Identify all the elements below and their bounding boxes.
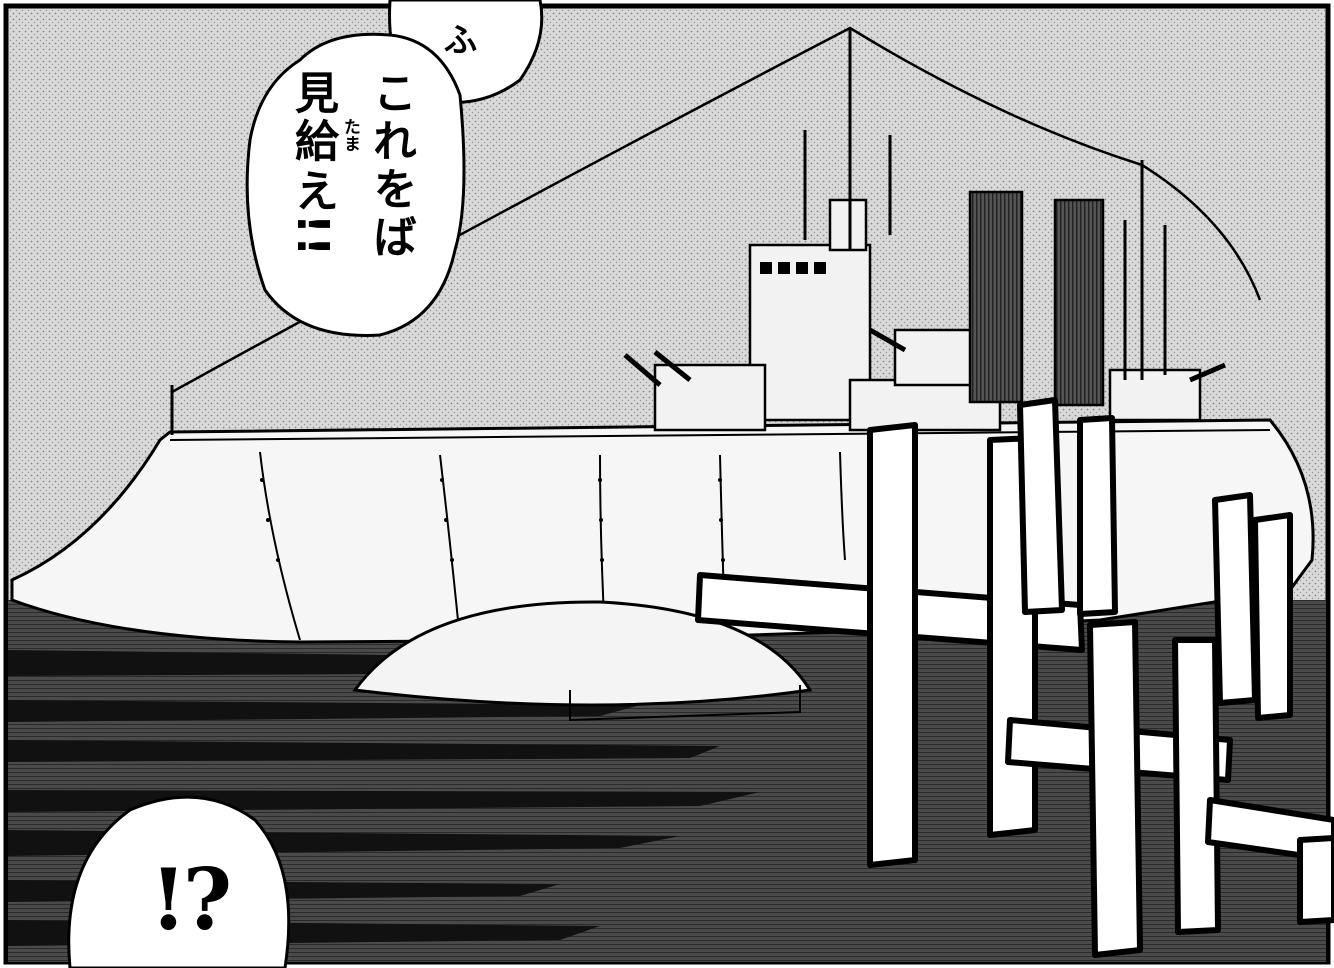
bubble-main-line2-part2: 給 bbox=[287, 118, 338, 162]
masts bbox=[170, 28, 1167, 435]
speech-bubble-main bbox=[245, 32, 466, 337]
bridge-windows bbox=[760, 262, 826, 274]
gun-barrels bbox=[623, 327, 1226, 387]
bubble-top-text: ふ bbox=[437, 22, 477, 56]
hull-rivets bbox=[260, 478, 725, 562]
bubble-main-ruby: たま bbox=[340, 118, 360, 152]
sfx-rumble bbox=[695, 397, 1334, 958]
bubble-reaction-text: !? bbox=[150, 850, 232, 949]
funnel-rear bbox=[1053, 198, 1105, 407]
bubble-main-line2-part3: え!! bbox=[287, 168, 338, 259]
funnel-front bbox=[968, 190, 1024, 404]
bubble-main-line2-part1: 見 bbox=[287, 70, 338, 114]
speech-bubble-reaction bbox=[67, 795, 291, 968]
bubble-main-line1: これをば bbox=[365, 70, 416, 262]
water-dome bbox=[352, 600, 813, 707]
